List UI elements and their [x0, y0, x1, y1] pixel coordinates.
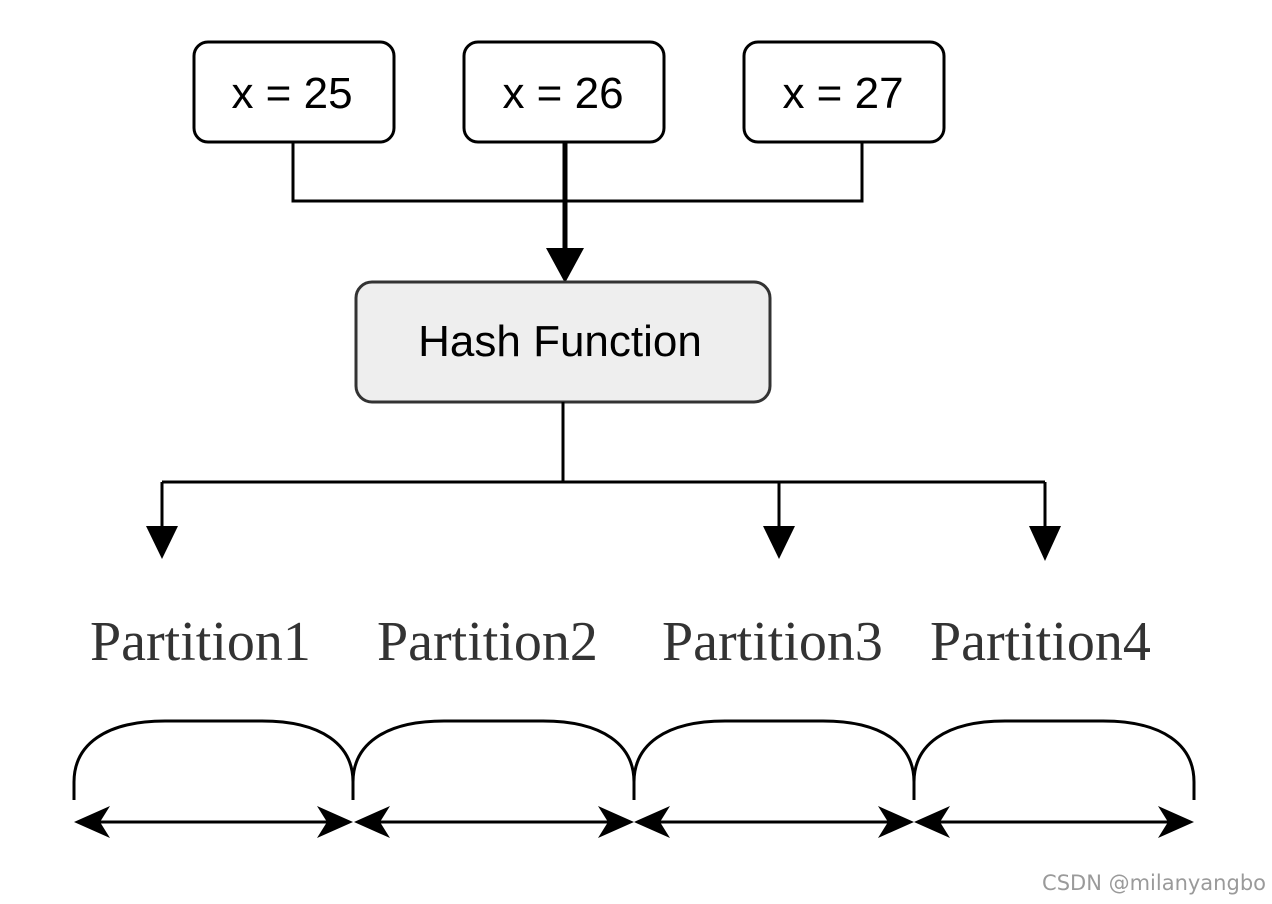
partition1-label: Partition1 [90, 611, 311, 673]
partition2-arc [351, 719, 636, 800]
partition4-label: Partition4 [930, 611, 1151, 673]
output-arrow-partition4 [1029, 482, 1061, 561]
hash-function-label: Hash Function [418, 317, 702, 366]
output-arrow-partition1 [146, 482, 178, 559]
partition4-range-arrow [914, 806, 1194, 838]
partition2-range-arrow [354, 806, 634, 838]
input-label-x27: x = 27 [782, 69, 903, 118]
watermark-text: CSDN @milanyangbo [1042, 871, 1266, 895]
partition1-arc [72, 719, 355, 800]
hash-input-arrowhead [546, 248, 584, 283]
input-box-x27: x = 27 [742, 40, 946, 144]
input-box-x25: x = 25 [192, 40, 396, 144]
merge-connector [291, 142, 864, 203]
partition1-range-arrow [74, 806, 353, 838]
partition3-range-arrow [634, 806, 914, 838]
partition2-label: Partition2 [377, 611, 598, 673]
partition4-arc [912, 719, 1196, 800]
input-box-x26: x = 26 [462, 40, 666, 144]
input-label-x25: x = 25 [231, 69, 352, 118]
input-label-x26: x = 26 [502, 69, 623, 118]
partition3-arc [632, 719, 916, 800]
output-arrow-partition3 [763, 482, 795, 559]
partition3-label: Partition3 [662, 611, 883, 673]
hash-function-box: Hash Function [354, 280, 772, 404]
